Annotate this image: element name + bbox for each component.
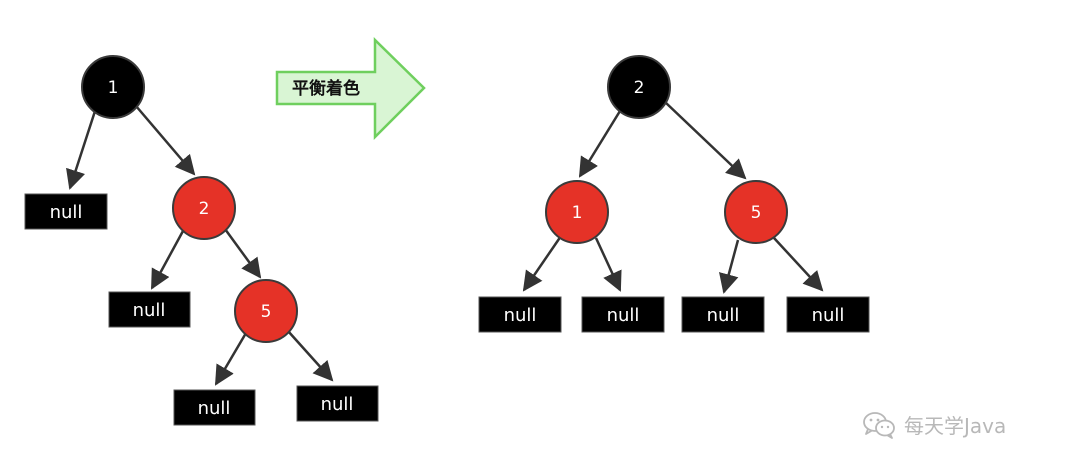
tree-node: 2 bbox=[607, 55, 671, 119]
edge bbox=[214, 332, 248, 386]
node-key: 5 bbox=[751, 203, 762, 223]
edge bbox=[773, 237, 824, 292]
edge bbox=[719, 239, 740, 294]
null-label: null bbox=[504, 305, 537, 326]
null-label: null bbox=[812, 305, 845, 326]
watermark-text: 每天学Java bbox=[904, 414, 1007, 438]
node-key: 2 bbox=[634, 78, 645, 98]
null-leaf: null bbox=[296, 385, 379, 422]
edge bbox=[522, 235, 563, 292]
tree-node: 5 bbox=[724, 180, 788, 244]
null-label: null bbox=[198, 398, 231, 419]
null-leaf: null bbox=[24, 193, 108, 230]
null-label: null bbox=[133, 300, 166, 321]
wechat-icon bbox=[862, 411, 896, 439]
null-label: null bbox=[707, 305, 740, 326]
edge bbox=[135, 105, 196, 176]
null-leaf: null bbox=[581, 296, 665, 333]
edge bbox=[287, 330, 334, 382]
null-leaf: null bbox=[173, 389, 256, 426]
null-label: null bbox=[607, 305, 640, 326]
tree-node: 1 bbox=[81, 55, 145, 119]
null-leaf: null bbox=[681, 296, 765, 333]
node-key: 1 bbox=[108, 78, 119, 98]
edge bbox=[66, 107, 98, 190]
tree-node: 1 bbox=[545, 180, 609, 244]
null-leaf: null bbox=[786, 296, 870, 333]
transform-arrow-label: 平衡着色 bbox=[292, 78, 360, 99]
watermark: 每天学Java bbox=[862, 410, 1006, 439]
tree-node: 5 bbox=[234, 279, 298, 343]
node-key: 1 bbox=[572, 203, 583, 223]
null-leaf: null bbox=[108, 291, 191, 328]
transform-arrow: 平衡着色 bbox=[275, 37, 426, 141]
edge bbox=[150, 230, 185, 290]
tree-node: 2 bbox=[172, 176, 236, 240]
null-label: null bbox=[321, 394, 354, 415]
right-tree: 2 1 5 null null null null bbox=[478, 55, 870, 333]
edge bbox=[594, 237, 622, 292]
null-label: null bbox=[50, 202, 83, 223]
edge bbox=[223, 228, 262, 279]
node-key: 5 bbox=[261, 302, 272, 322]
null-leaf: null bbox=[478, 296, 562, 333]
edge bbox=[664, 101, 747, 180]
left-tree: 1 2 5 null null null null bbox=[24, 55, 379, 426]
edge bbox=[578, 110, 622, 178]
node-key: 2 bbox=[199, 199, 210, 219]
